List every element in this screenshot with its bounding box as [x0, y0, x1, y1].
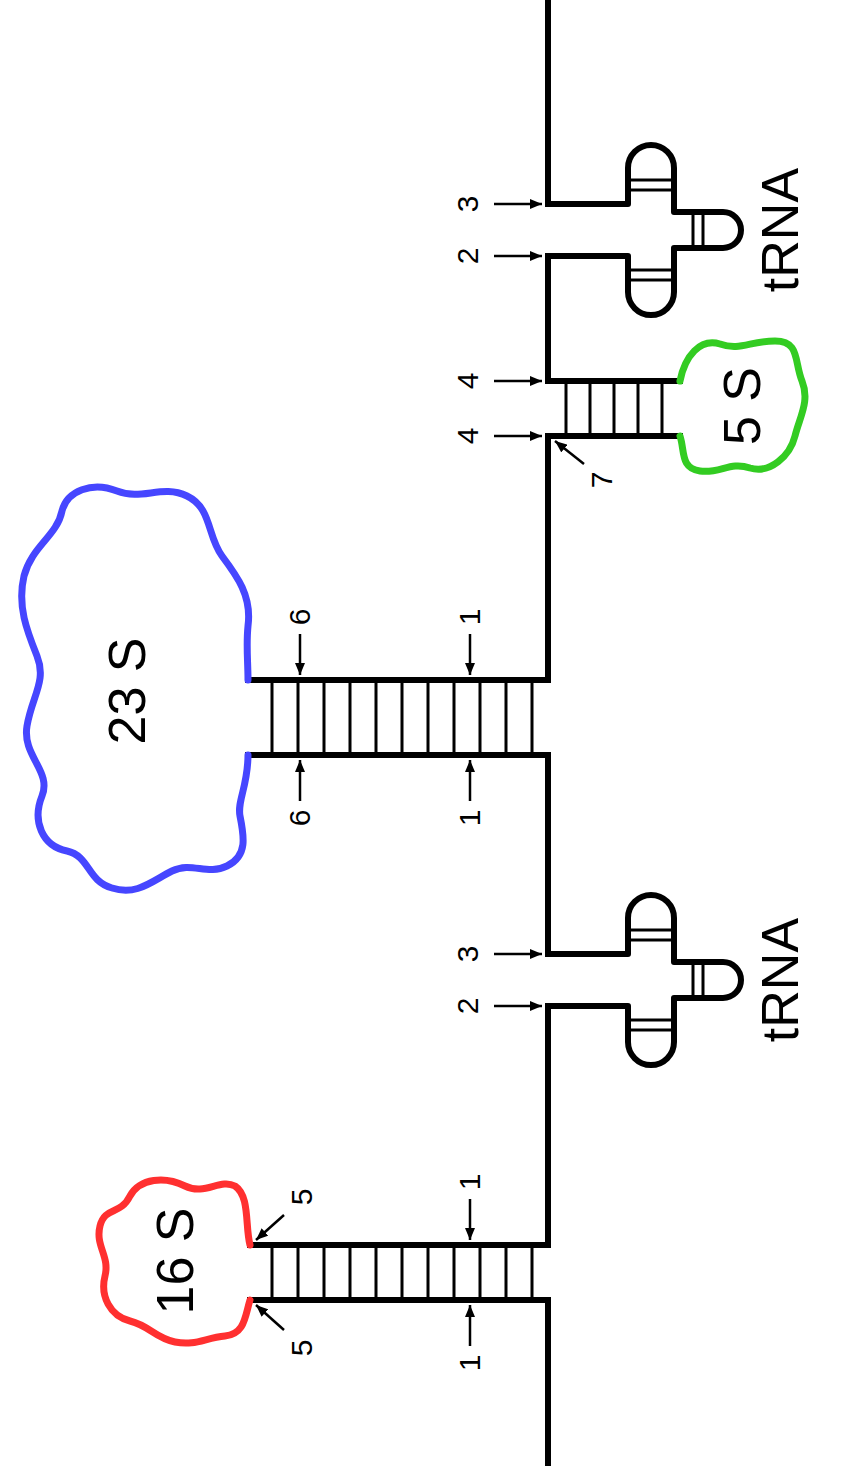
stem-pairing — [272, 680, 532, 755]
callout-number: 1 — [455, 1355, 485, 1372]
callout-number: 3 — [453, 196, 483, 213]
callout-number: 1 — [455, 810, 485, 827]
cleavage-arrow — [494, 953, 542, 956]
rna-name: 23 S — [101, 638, 153, 745]
callout-number: 4 — [453, 428, 483, 445]
cleavage-arrow — [469, 634, 472, 675]
rna-name: 5 S — [716, 367, 768, 445]
trna-shape — [548, 895, 741, 1065]
rrna-16s-shape — [99, 1180, 250, 1343]
rrna-23s-shape — [22, 487, 249, 890]
rna-backbone — [248, 0, 680, 1466]
callout-number: 2 — [453, 998, 483, 1015]
stem-pairing — [566, 381, 662, 436]
rrna-16s-node: 16 S — [95, 1176, 250, 1346]
rna-name: tRNA — [754, 168, 806, 292]
callout-number: 6 — [285, 609, 315, 626]
rrna-5s-node: 5 S — [680, 336, 810, 476]
cleavage-arrow — [299, 634, 302, 675]
rrna-23s-node: 23 S — [12, 476, 248, 896]
cleavage-arrow — [469, 760, 472, 801]
cleavage-arrow — [494, 435, 542, 438]
callout-number: 5 — [287, 1189, 317, 1206]
cleavage-arrow — [256, 1305, 284, 1330]
callout-number: 7 — [587, 472, 617, 489]
callout-number: 3 — [453, 946, 483, 963]
stem-pairing — [628, 180, 703, 280]
cleavage-arrow — [256, 1215, 284, 1240]
cleavage-arrow — [494, 1005, 542, 1008]
rna-name: tRNA — [754, 918, 806, 1042]
callout-number: 5 — [287, 1340, 317, 1357]
cleavage-arrow — [469, 1305, 472, 1346]
callout-number: 2 — [453, 248, 483, 265]
cleavage-arrow — [555, 441, 584, 464]
cleavage-arrow — [469, 1199, 472, 1240]
trna-node: tRNA — [548, 140, 823, 320]
callout-number: 1 — [455, 1174, 485, 1191]
callout-number: 1 — [455, 609, 485, 626]
trna-node: tRNA — [548, 890, 823, 1070]
stem-pairing — [272, 1245, 532, 1300]
rna-name: 16 S — [149, 1208, 201, 1315]
rrna-5s-shape — [680, 341, 805, 471]
callout-number: 4 — [453, 373, 483, 390]
callout-number: 6 — [285, 810, 315, 827]
cleavage-arrow — [494, 203, 542, 206]
cleavage-arrow — [494, 380, 542, 383]
cleavage-arrow — [494, 255, 542, 258]
trna-shape — [548, 145, 741, 315]
stem-pairing — [628, 930, 703, 1030]
cleavage-arrow — [299, 760, 302, 801]
